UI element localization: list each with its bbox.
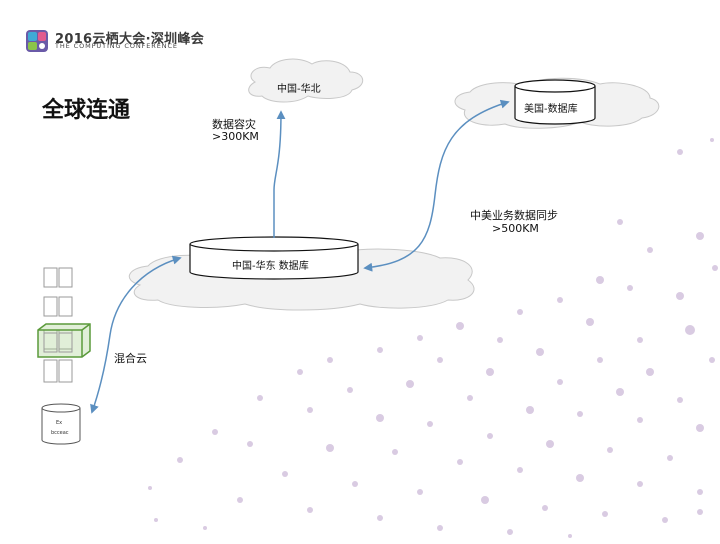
background-dots [148, 138, 718, 538]
background-dot [467, 395, 473, 401]
background-dot [647, 247, 653, 253]
background-dot [247, 441, 253, 447]
background-dot [481, 496, 489, 504]
edge-label-hybrid: 混合云 [114, 352, 147, 365]
background-dot [257, 395, 263, 401]
background-dot [557, 297, 563, 303]
onprem-label-line2: bcceac [51, 430, 69, 436]
background-dot [352, 481, 358, 487]
edge-label-sync-line1: 中美业务数据同步 [470, 209, 558, 222]
background-dot [557, 379, 563, 385]
background-dot [507, 529, 513, 535]
background-dot [497, 337, 503, 343]
background-dot [685, 325, 695, 335]
background-dot [667, 455, 673, 461]
background-dot [203, 526, 207, 530]
background-dot [697, 509, 703, 515]
background-dot [392, 449, 398, 455]
onprem-label-line1: Ex [56, 420, 63, 426]
background-dot [282, 471, 288, 477]
background-dot [417, 335, 423, 341]
background-dot [457, 459, 463, 465]
edge-us-sync [363, 99, 510, 272]
background-dot [347, 387, 353, 393]
background-dot [486, 368, 494, 376]
background-dot [237, 497, 243, 503]
background-dot [517, 467, 523, 473]
background-dot [546, 440, 554, 448]
background-dot [487, 433, 493, 439]
background-dot [696, 424, 704, 432]
background-dot [307, 407, 313, 413]
east-database-cylinder [189, 236, 359, 280]
node-label-east-db: 中国-华东 数据库 [232, 261, 309, 272]
background-dot [577, 411, 583, 417]
background-dot [307, 507, 313, 513]
background-dot [607, 447, 613, 453]
background-dot [377, 347, 383, 353]
background-dot [437, 525, 443, 531]
background-dot [297, 369, 303, 375]
background-dot [677, 149, 683, 155]
background-dot [326, 444, 334, 452]
background-dot [212, 429, 218, 435]
background-dot [677, 397, 683, 403]
background-dot [177, 457, 183, 463]
background-dot [602, 511, 608, 517]
background-dot [617, 219, 623, 225]
page-title: 全球连通 [42, 98, 131, 123]
background-dot [517, 309, 523, 315]
background-dot [417, 489, 423, 495]
background-dot [627, 285, 633, 291]
edge-hybrid-cloud [90, 255, 182, 414]
background-dot [709, 357, 715, 363]
background-dot [576, 474, 584, 482]
node-label-us-db: 美国-数据库 [524, 104, 578, 115]
cloud-north [248, 58, 364, 103]
node-label-north: 中国-华北 [277, 84, 321, 95]
background-dot [148, 486, 152, 490]
edge-disaster-recovery [273, 110, 286, 238]
background-dot [597, 357, 603, 363]
conference-logo-subtitle: THE COMPUTING CONFERENCE [55, 42, 178, 50]
background-dot [542, 505, 548, 511]
background-dot [376, 414, 384, 422]
background-dot [427, 421, 433, 427]
background-dot [526, 406, 534, 414]
background-dot [696, 232, 704, 240]
conference-logo-title: 2016云栖大会·深圳峰会 [55, 32, 205, 47]
background-dot [456, 322, 464, 330]
edge-label-disaster-line2: >300KM [212, 130, 259, 143]
background-dot [377, 515, 383, 521]
onprem-database-cylinder [41, 403, 81, 445]
edge-label-sync-line2: >500KM [492, 222, 539, 235]
background-dot [596, 276, 604, 284]
background-dot [637, 481, 643, 487]
background-dot [710, 138, 714, 142]
background-dot [662, 517, 668, 523]
background-dot [697, 489, 703, 495]
background-dot [712, 265, 718, 271]
background-dot [568, 534, 572, 538]
background-dot [616, 388, 624, 396]
us-database-cylinder [514, 79, 596, 125]
background-dot [586, 318, 594, 326]
background-dot [637, 417, 643, 423]
background-dot [637, 337, 643, 343]
conference-logo-icon [26, 30, 48, 52]
edge-label-disaster-line1: 数据容灾 [212, 118, 256, 131]
server-rack-icon [37, 267, 91, 383]
background-dot [154, 518, 158, 522]
background-dot [646, 368, 654, 376]
background-dot [676, 292, 684, 300]
background-dot [406, 380, 414, 388]
background-dot [327, 357, 333, 363]
background-dot [536, 348, 544, 356]
background-dot [437, 357, 443, 363]
